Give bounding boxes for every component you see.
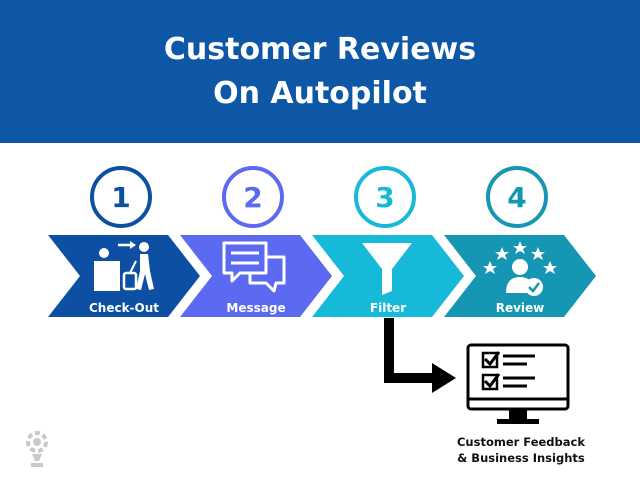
output-line-2: & Business Insights [457,451,585,465]
title-line-1: Customer Reviews [163,31,477,67]
output-caption: Customer Feedback & Business Insights [445,434,597,466]
output-line-1: Customer Feedback [456,435,585,449]
step-4-number: 4 [486,166,548,228]
logo-icon [26,431,48,467]
funnel-icon [362,243,412,295]
step-4-chevron: Review [444,235,596,317]
step-2-number: 2 [222,166,284,228]
step-1-chevron: Check-Out [48,235,200,317]
title-line-2: On Autopilot [213,75,427,111]
header-banner: Customer Reviews On Autopilot [0,0,640,143]
step-3-number: 3 [354,166,416,228]
step-3-chevron: Filter [312,235,464,317]
step-2-chevron: Message [180,235,332,317]
checkout-icon [94,241,154,291]
star-rating-user-icon [483,241,557,296]
step-1-number: 1 [90,166,152,228]
monitor-checklist-icon [466,343,570,424]
step-4-label: Review [495,301,545,315]
step-3-label: Filter [369,301,407,315]
chat-bubbles-icon [222,241,286,293]
step-2-label: Message [226,301,286,315]
step-1-label: Check-Out [88,301,160,315]
